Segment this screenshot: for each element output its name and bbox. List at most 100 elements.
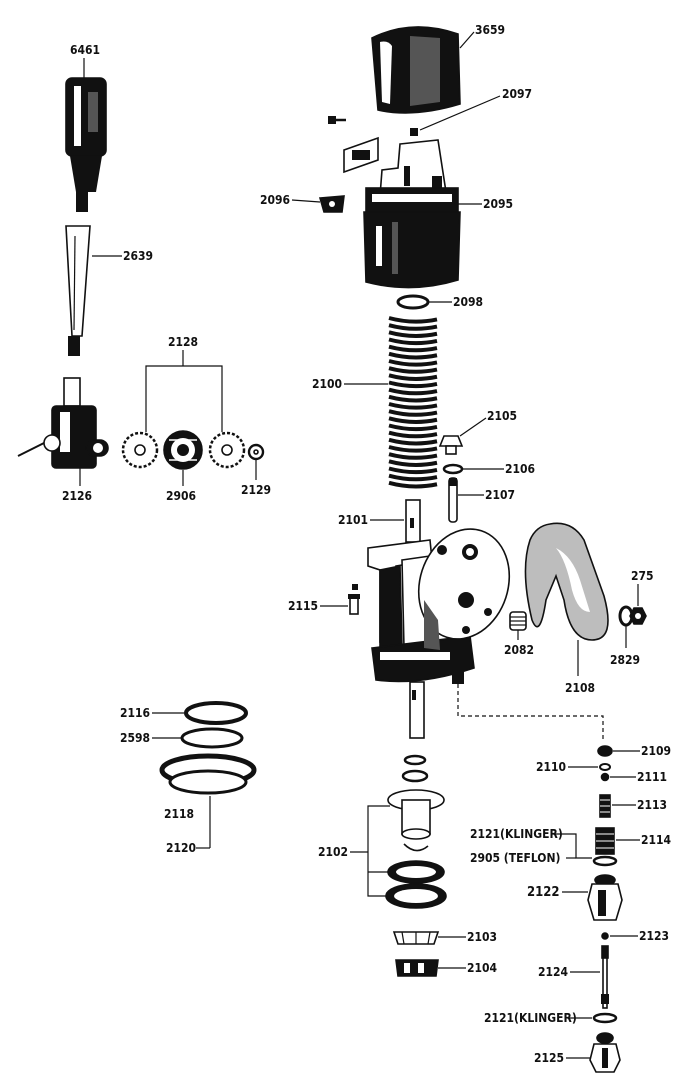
part-2128-washer-right	[208, 431, 246, 469]
part-2114-spring	[595, 827, 615, 855]
svg-text:2105: 2105	[487, 409, 517, 423]
label-2103: 2103	[438, 930, 497, 944]
label-2109: 2109	[613, 744, 671, 758]
svg-text:2829: 2829	[610, 653, 640, 667]
label-2906: 2906	[166, 470, 196, 503]
svg-text:2598: 2598	[120, 731, 150, 745]
part-2598-ring	[180, 727, 244, 749]
part-2128-washer-left	[121, 431, 159, 469]
label-2107: 2107	[458, 488, 515, 502]
label-2100: 2100	[312, 377, 388, 391]
svg-text:2905 (TEFLON): 2905 (TEFLON)	[470, 851, 561, 865]
svg-text:6461: 6461	[70, 43, 100, 57]
part-2116-ring	[184, 701, 248, 725]
part-2126-handle-hub	[17, 405, 109, 469]
svg-text:2128: 2128	[168, 335, 198, 349]
svg-text:2113: 2113	[637, 798, 667, 812]
label-2118: 2118	[164, 796, 211, 848]
label-2129: 2129	[241, 460, 271, 497]
part-2105-bolt	[438, 435, 464, 455]
part-small-washers	[401, 754, 429, 783]
svg-text:275: 275	[631, 569, 654, 583]
label-2120: 2120	[166, 841, 210, 855]
svg-text:2639: 2639	[123, 249, 153, 263]
label-2114: 2114	[616, 833, 672, 847]
label-2101: 2101	[338, 513, 404, 527]
svg-text:2104: 2104	[467, 961, 498, 975]
svg-text:2121(KLINGER): 2121(KLINGER)	[484, 1011, 577, 1025]
label-3659: 3659	[459, 23, 505, 49]
label-2121a: 2121(KLINGER)	[470, 827, 592, 859]
svg-text:2102: 2102	[318, 845, 348, 859]
label-2123: 2123	[610, 929, 669, 943]
part-2113-spring	[599, 794, 611, 818]
svg-text:2116: 2116	[120, 706, 150, 720]
part-2123-ring	[601, 932, 609, 940]
label-2102: 2102	[318, 805, 390, 897]
part-2102-cartridge	[385, 789, 447, 909]
part-screw-small-top	[328, 116, 346, 124]
svg-text:2110: 2110	[536, 760, 566, 774]
part-2121-washer-lower	[592, 1012, 618, 1024]
svg-text:2096: 2096	[260, 193, 290, 207]
svg-text:2101: 2101	[338, 513, 368, 527]
svg-text:2115: 2115	[288, 599, 318, 613]
svg-text:2098: 2098	[453, 295, 483, 309]
label-2095: 2095	[458, 197, 513, 211]
part-2097-bracket	[343, 128, 418, 174]
svg-text:2108: 2108	[565, 681, 595, 695]
part-2095-housing-top	[363, 139, 461, 289]
part-6461-handle-grip	[65, 77, 107, 212]
label-2124: 2124	[538, 965, 600, 979]
part-275-nut	[629, 607, 647, 625]
part-2110-ring	[599, 763, 611, 771]
label-2098: 2098	[428, 295, 483, 309]
label-2121b: 2121(KLINGER)	[484, 1011, 592, 1025]
svg-text:2123: 2123	[639, 929, 669, 943]
label-2105: 2105	[459, 409, 517, 437]
svg-text:2126: 2126	[62, 489, 92, 503]
svg-text:2103: 2103	[467, 930, 497, 944]
label-2905: 2905 (TEFLON)	[470, 851, 576, 865]
part-2906-bearing	[163, 430, 203, 470]
part-2108-gasket	[524, 522, 609, 641]
label-2110: 2110	[536, 760, 598, 774]
svg-text:2124: 2124	[538, 965, 569, 979]
label-2639: 2639	[92, 249, 153, 263]
part-main-body	[367, 528, 511, 684]
part-2125-cap	[589, 1032, 621, 1073]
part-2104-ring	[395, 959, 439, 977]
svg-text:2106: 2106	[505, 462, 535, 476]
label-2128: 2128	[145, 335, 223, 432]
part-2111-ball	[600, 772, 610, 782]
label-2108: 2108	[565, 640, 595, 695]
part-2082-setscrew	[509, 611, 527, 631]
label-2122: 2122	[527, 885, 588, 900]
svg-text:2107: 2107	[485, 488, 515, 502]
label-2097: 2097	[419, 87, 532, 131]
svg-text:2114: 2114	[641, 833, 672, 847]
part-2107-pin	[448, 477, 458, 523]
label-6461: 6461	[70, 43, 100, 78]
label-2829: 2829	[610, 626, 640, 667]
part-2122-valve-body	[587, 874, 623, 921]
part-2121-2905-washer-upper	[592, 855, 618, 867]
label-2106: 2106	[462, 462, 535, 476]
label-2104: 2104	[438, 961, 498, 975]
svg-text:2120: 2120	[166, 841, 196, 855]
svg-text:2109: 2109	[641, 744, 671, 758]
svg-text:2097: 2097	[502, 87, 532, 101]
part-2124-stem	[601, 945, 609, 1009]
svg-text:2082: 2082	[504, 643, 534, 657]
label-2126: 2126	[62, 468, 92, 503]
part-2109-nut	[597, 745, 613, 757]
part-2098-washer	[396, 294, 430, 310]
part-2115-screw	[348, 584, 360, 615]
svg-text:2100: 2100	[312, 377, 342, 391]
label-2598: 2598	[120, 731, 182, 745]
svg-text:2129: 2129	[241, 483, 271, 497]
part-2106-washer	[442, 463, 464, 475]
svg-text:2125: 2125	[534, 1051, 564, 1065]
part-3659-cap	[371, 26, 461, 114]
